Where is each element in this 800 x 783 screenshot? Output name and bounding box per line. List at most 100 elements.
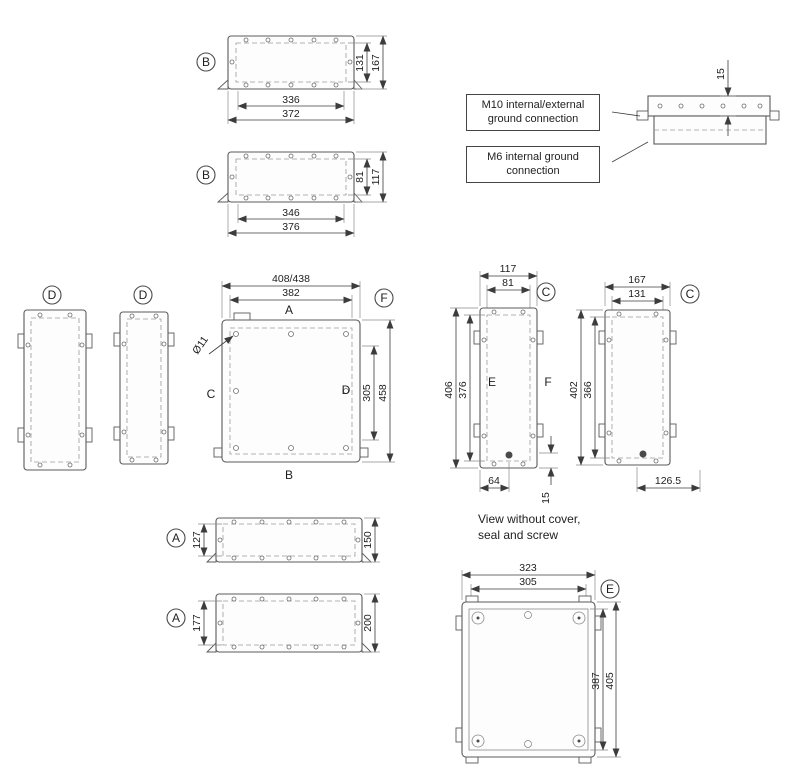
ground-stud	[639, 450, 647, 458]
dim-text: 127	[191, 531, 203, 549]
screw-holes	[217, 519, 361, 561]
dim-open-outer-width: 323	[461, 562, 596, 600]
side-letter-e: E	[488, 375, 496, 389]
view-label-a2: A	[172, 611, 180, 625]
dim-b1-inner-width: 336	[237, 91, 345, 110]
side-letter-f: F	[544, 375, 551, 389]
side-tab	[167, 426, 175, 441]
dim-text: 131	[628, 288, 646, 300]
dim-text: 177	[191, 614, 203, 632]
enclosure-body	[215, 593, 363, 653]
dim-text: 405	[604, 672, 616, 690]
dim-text: 15	[715, 68, 727, 80]
hinge-lug	[359, 447, 369, 458]
dim-text: 117	[370, 168, 382, 185]
view-e-side: 117 81 C E F 406 376	[443, 263, 558, 504]
m10-leader-line	[611, 111, 641, 117]
view-label-circle	[166, 608, 186, 628]
seal-outline	[611, 316, 664, 459]
dim-e-offset: 64	[479, 462, 510, 492]
side-tab	[17, 333, 25, 349]
dim-e-inner-height: 376	[457, 314, 485, 462]
dim-text: 458	[377, 384, 389, 402]
dim-c-outer-width: 167	[604, 274, 671, 306]
hinge-knuckle	[465, 595, 479, 603]
dim-text: 305	[361, 384, 373, 402]
view-label-b1: B	[202, 55, 210, 69]
seal-outline	[235, 158, 347, 196]
side-tab	[536, 330, 544, 345]
front-view: 408/438 382 A F Ø11 C D B 305	[190, 273, 395, 482]
enclosure-side	[23, 309, 87, 471]
dim-text: 366	[582, 381, 594, 399]
ground-bolt-right	[769, 110, 780, 121]
hinge-lug	[213, 447, 223, 458]
view-label-c-right: C	[686, 287, 695, 301]
dim-text: 167	[628, 274, 646, 286]
side-tab	[669, 423, 677, 438]
view-label-circle	[680, 284, 700, 304]
dim-b1-outer-height: 167	[356, 35, 387, 90]
screw-holes	[657, 103, 763, 109]
ground-stud	[505, 451, 513, 459]
dim-text: 406	[443, 381, 455, 399]
dim-b2-inner-height: 81	[348, 158, 371, 196]
dim-front-outer-width: 408/438	[221, 273, 361, 318]
view-label-f: F	[380, 291, 387, 305]
view-label-circle	[600, 579, 620, 599]
dim-text: 372	[282, 108, 300, 120]
view-note-line2: seal and screw	[478, 527, 559, 542]
screw-holes	[481, 309, 536, 467]
side-letter-c: C	[207, 387, 216, 401]
dim-a2-outer-height: 200	[362, 593, 380, 653]
dim-front-inner-height: 305	[361, 345, 379, 441]
dim-e-depth: 15	[539, 436, 558, 504]
view-c-side: 167 131 C 402 366	[568, 274, 701, 492]
dim-front-inner-width: 382	[229, 287, 353, 318]
dim-a2-inner-height: 177	[191, 600, 222, 646]
view-label-e-bottom: E	[606, 582, 614, 596]
dim-open-inner-width: 305	[470, 576, 587, 608]
dim-b2-outer-height: 117	[356, 151, 387, 203]
open-box-outer	[461, 601, 596, 758]
side-tab	[594, 615, 602, 631]
screw-holes	[229, 153, 353, 201]
enclosure-body	[227, 35, 355, 90]
hole-leader-line	[208, 335, 234, 355]
flange-tab	[353, 191, 364, 203]
side-tab	[598, 423, 606, 438]
side-letter-d: D	[342, 383, 351, 397]
dim-text: 15	[540, 492, 552, 504]
seal-outline	[229, 327, 353, 455]
view-a2: A 177 200	[166, 593, 380, 653]
dim-open-inner-height: 387	[590, 608, 608, 751]
view-label-circle	[196, 165, 216, 185]
dim-e-inner-width: 81	[486, 277, 531, 311]
hinge-knuckle	[578, 756, 592, 764]
side-tab	[594, 727, 602, 743]
view-label-circle	[166, 528, 186, 548]
seal-outline	[486, 314, 531, 462]
m6-annotation-line2: connection	[506, 165, 560, 178]
view-label-circle	[536, 282, 556, 302]
view-label-d1: D	[48, 288, 57, 302]
view-b2: B 81 117 346	[196, 151, 387, 237]
screw-holes	[121, 313, 167, 463]
view-e-open: 323 305 E 387	[455, 562, 621, 764]
view-note: View without cover, seal and screw	[478, 512, 581, 543]
dim-text: 336	[282, 94, 300, 106]
dim-text: 150	[362, 531, 374, 549]
dim-text: 387	[590, 672, 602, 690]
dim-text: 167	[370, 54, 382, 72]
dim-c-outer-height: 402	[568, 309, 603, 466]
flange-tab	[353, 78, 364, 90]
corner-bosses	[471, 611, 586, 748]
top-bracket	[233, 312, 251, 321]
dim-text: 131	[354, 54, 366, 72]
enclosure-front	[221, 319, 361, 463]
hinge-knuckle	[465, 756, 479, 764]
enclosure-side	[119, 311, 169, 465]
lid-profile	[647, 95, 771, 117]
